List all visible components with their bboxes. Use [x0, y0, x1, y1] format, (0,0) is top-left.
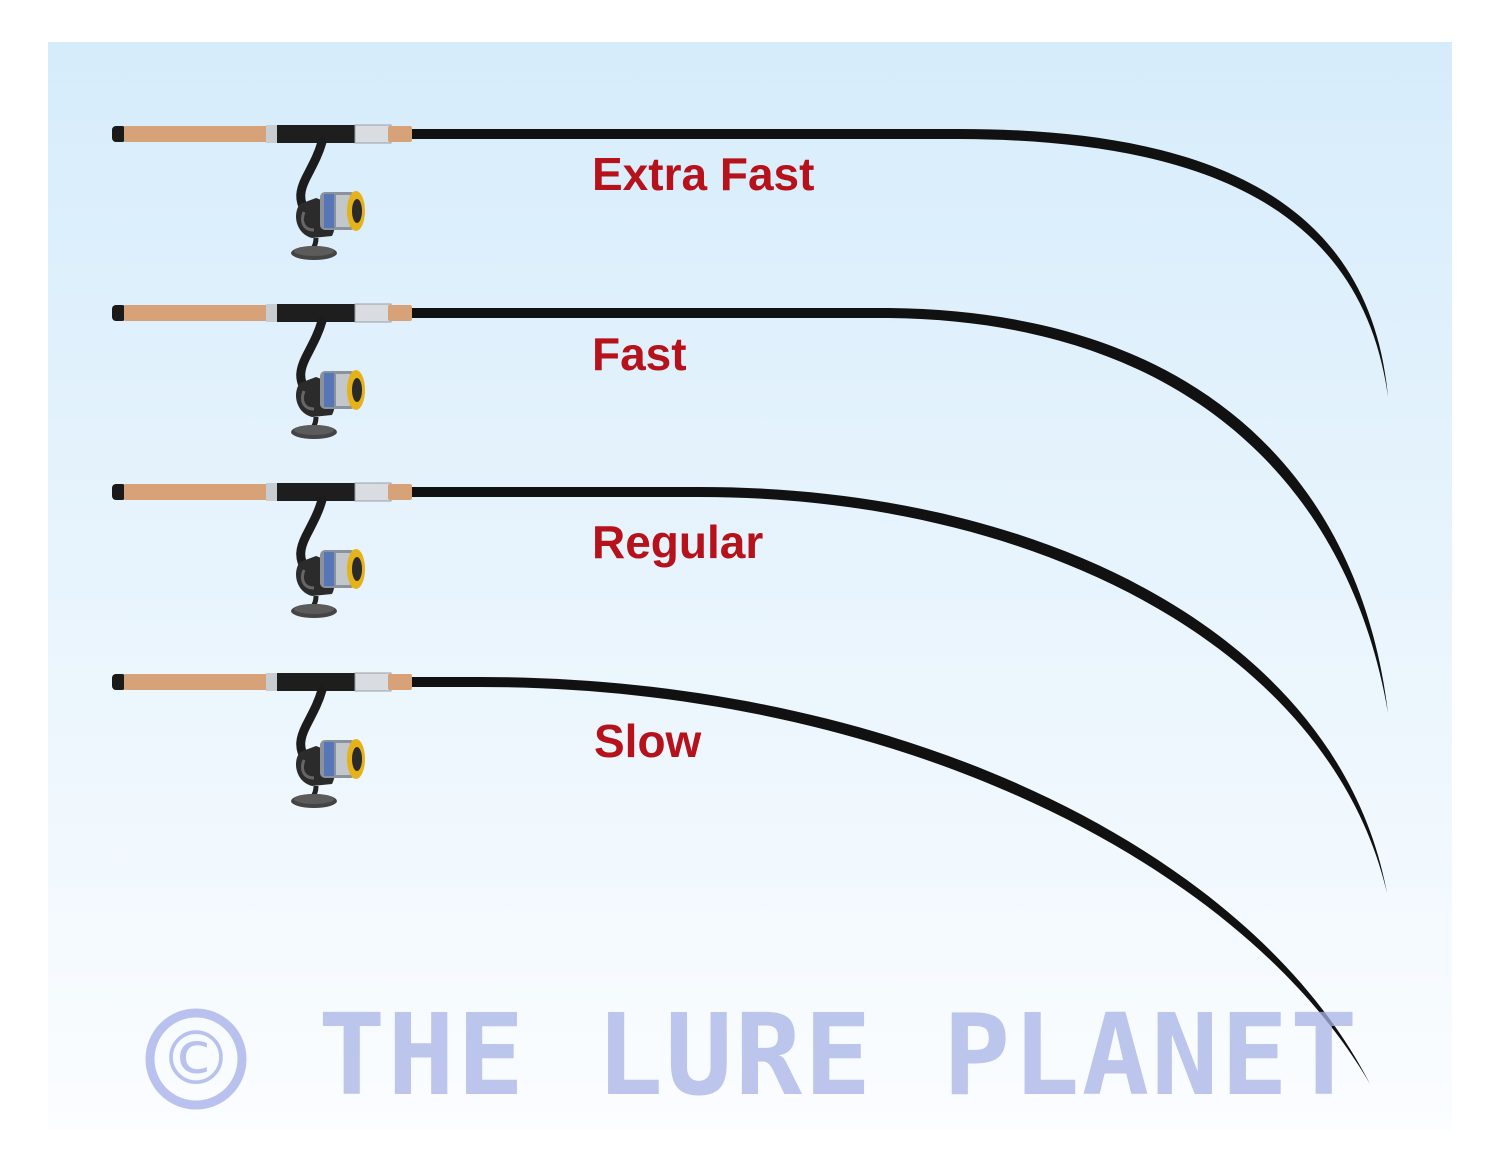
reel-seat	[277, 125, 357, 143]
background-panel	[48, 42, 1452, 1130]
rod-slow: Slow	[112, 672, 1370, 1084]
butt-cap	[112, 674, 126, 690]
fore-grip	[388, 484, 412, 500]
rod-label: Regular	[592, 516, 763, 568]
watermark-text: THE LURE PLANET	[318, 991, 1359, 1121]
copyright-icon: ©	[145, 1008, 247, 1110]
grip-ring	[266, 304, 278, 322]
rod-blank	[410, 677, 1370, 1084]
grip-ring	[266, 125, 278, 143]
reel-hood	[354, 124, 392, 144]
rod-fast: Fast	[112, 303, 1388, 713]
reel-hood	[354, 303, 392, 323]
fore-grip	[388, 305, 412, 321]
reel-hood	[354, 672, 392, 692]
rod-label: Extra Fast	[592, 148, 814, 200]
fore-grip	[388, 126, 412, 142]
reel-seat	[277, 483, 357, 501]
rod-label: Fast	[592, 328, 687, 380]
rear-grip	[124, 674, 268, 690]
rod-extra-fast: Extra Fast	[112, 124, 1388, 397]
butt-cap	[112, 484, 126, 500]
spinning-reel-icon	[291, 690, 365, 808]
watermark: © THE LURE PLANET	[145, 991, 1359, 1121]
grip-ring	[266, 673, 278, 691]
reel-seat	[277, 673, 357, 691]
rod-blank	[410, 129, 1388, 397]
rear-grip	[124, 126, 268, 142]
reel-hood	[354, 482, 392, 502]
rod-regular: Regular	[112, 482, 1387, 893]
rear-grip	[124, 484, 268, 500]
rod-blank	[410, 487, 1387, 893]
spinning-reel-icon	[291, 142, 365, 260]
grip-ring	[266, 483, 278, 501]
butt-cap	[112, 126, 126, 142]
spinning-reel-icon	[291, 321, 365, 439]
watermark-symbol: ©	[159, 1016, 233, 1102]
reel-seat	[277, 304, 357, 322]
spinning-reel-icon	[291, 500, 365, 618]
butt-cap	[112, 305, 126, 321]
rear-grip	[124, 305, 268, 321]
rod-label: Slow	[594, 715, 702, 767]
fore-grip	[388, 674, 412, 690]
